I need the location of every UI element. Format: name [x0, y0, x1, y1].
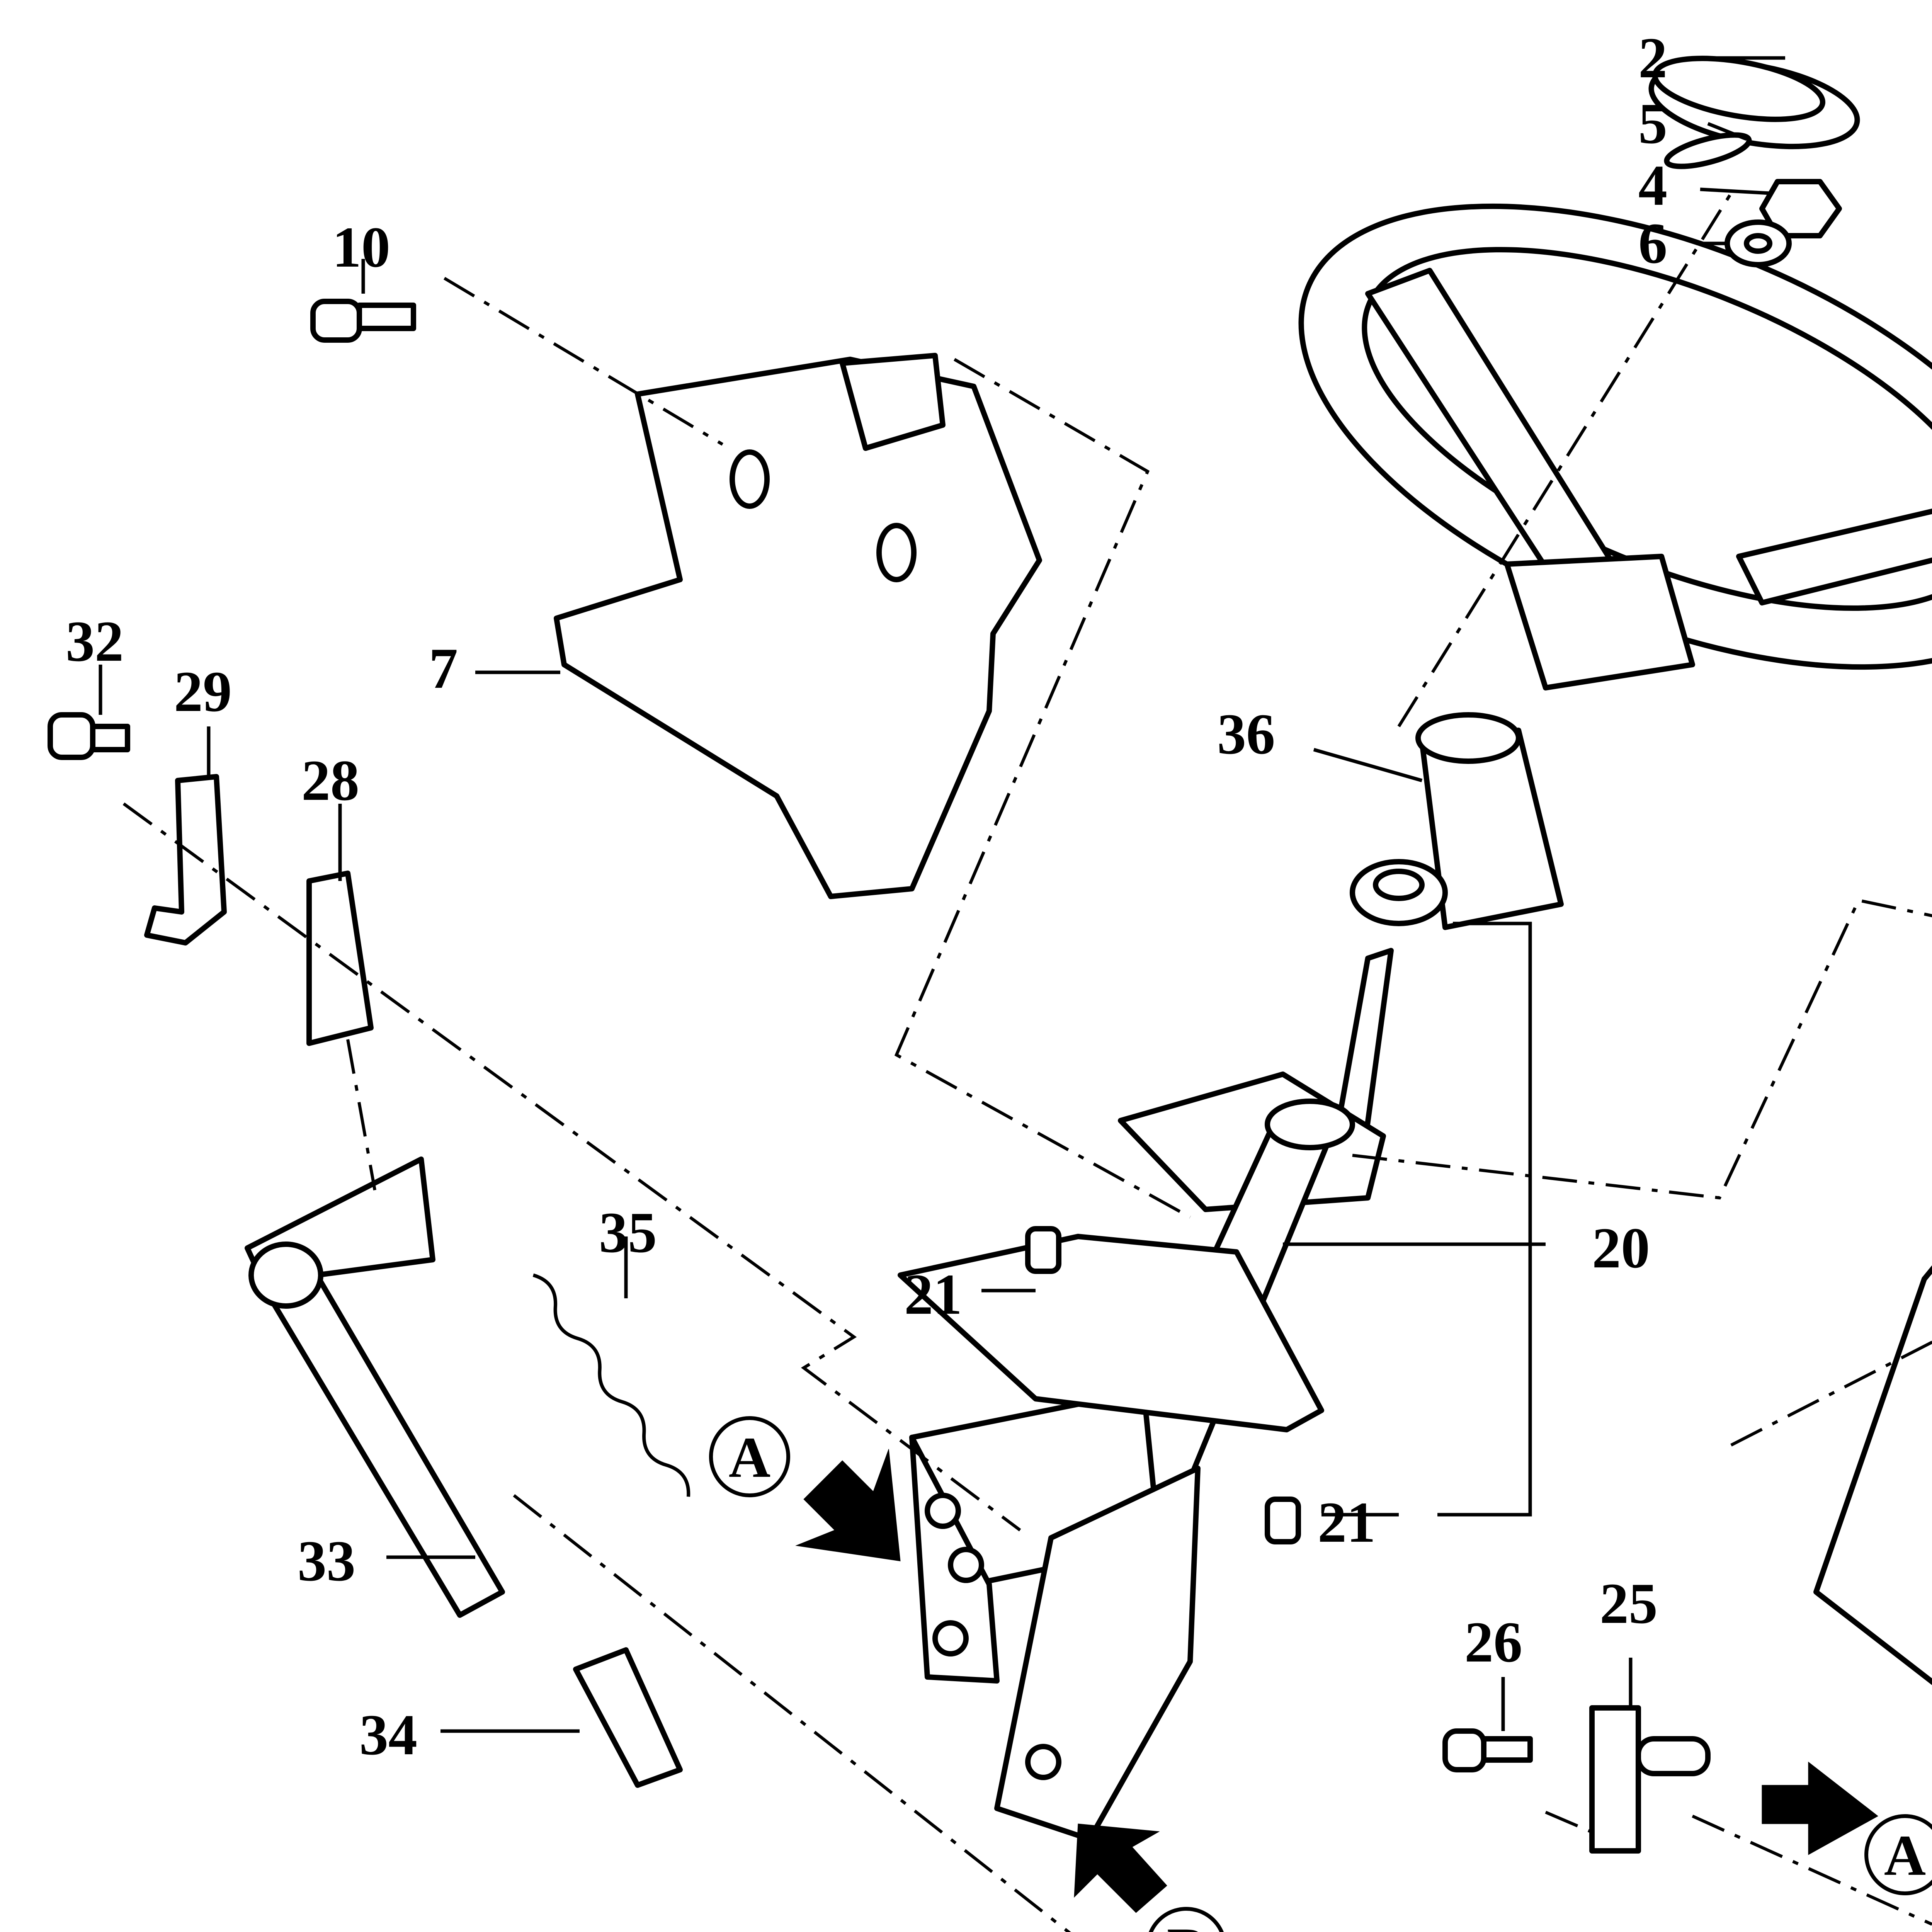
marker-A-left: A: [709, 1416, 790, 1497]
cotter-pin: [1664, 132, 1752, 169]
callout-36: 36: [1217, 702, 1275, 766]
callout-6: 6: [1638, 211, 1667, 276]
callout-21-upper: 21: [904, 1262, 962, 1327]
lever-knob: [573, 1647, 683, 1788]
column-boot: [1415, 712, 1564, 930]
lower-cover: [1813, 1265, 1932, 1685]
callout-20: 20: [1592, 1216, 1650, 1280]
callout-33: 34: [359, 1703, 417, 1767]
callout-10-upper: 10: [332, 215, 390, 279]
washer: [1725, 219, 1792, 267]
arrow-to-B-left: [1074, 1823, 1167, 1913]
arrow-to-A-left: [795, 1449, 901, 1561]
upper-cover: [554, 353, 1042, 899]
svg-text:A: A: [729, 1425, 770, 1490]
callout-7: 7: [429, 636, 458, 701]
callout-32: 33: [298, 1529, 355, 1593]
tilt-lever: [245, 1156, 505, 1618]
callout-25: 25: [1600, 1571, 1658, 1636]
callout-34: 35: [599, 1201, 657, 1265]
leader-lines: [99, 56, 1785, 1733]
column-bracket: [898, 1234, 1324, 1842]
bushing: [1350, 859, 1448, 926]
arrow-to-A-right: [1762, 1761, 1878, 1855]
marker-B-left: B: [1148, 1907, 1224, 1932]
pivot-pin-25: [1589, 1705, 1711, 1854]
bolt-26: [1442, 1728, 1533, 1772]
svg-text:B: B: [1167, 1916, 1206, 1932]
tension-spring: [532, 1273, 690, 1497]
callout-28: 29: [174, 660, 232, 724]
callout-2: 2: [1638, 26, 1667, 90]
horn-cap: [1648, 56, 1860, 150]
ratchet-plate-27: [306, 871, 374, 1046]
callout-4: 4: [1638, 153, 1667, 218]
bolt-10-upper: [310, 299, 416, 343]
callout-26: 26: [1464, 1610, 1522, 1674]
svg-text:A: A: [1884, 1823, 1926, 1888]
callout-21-lower: 21: [1318, 1490, 1376, 1554]
bolt-29: [48, 712, 130, 760]
spacer-nut-upper: [1025, 1226, 1061, 1274]
callout-29: 32: [66, 609, 124, 673]
callout-5: 5: [1638, 92, 1667, 156]
bracket-plate-28: [144, 774, 227, 946]
callout-27: 28: [301, 748, 359, 813]
marker-A-right: A: [1864, 1814, 1932, 1895]
assembly-lines: [122, 192, 1932, 1932]
spacer-nut-lower: [1265, 1497, 1301, 1544]
castle-nut: [1759, 179, 1842, 238]
steering-wheel: [1298, 203, 1932, 690]
